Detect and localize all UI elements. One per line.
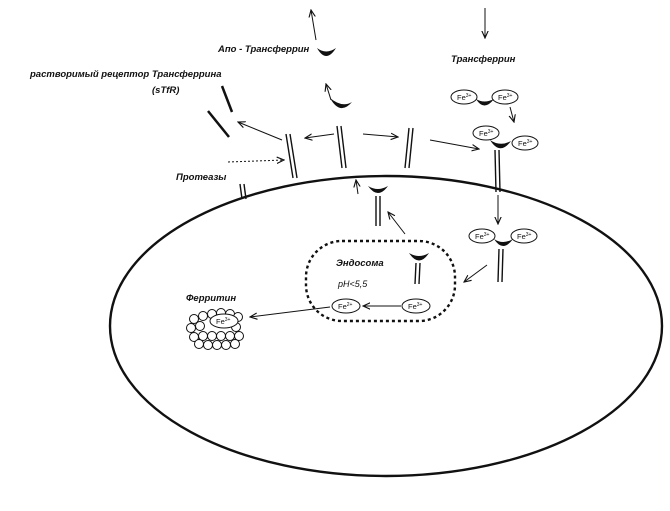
iron-ion-label: Fe3+ — [518, 139, 533, 148]
transferrin-cup-icon — [476, 99, 494, 106]
transferrin-receptor — [336, 125, 347, 169]
transferrin-label: Трансферрин — [451, 54, 516, 65]
iron-ion-label: Fe3+ — [216, 317, 231, 326]
transferrin-receptor — [494, 149, 501, 193]
iron-ion-label: Fe3+ — [498, 93, 513, 102]
stfr-fragment — [207, 110, 230, 138]
cleavage-arrow — [238, 122, 283, 141]
exocytosis-arrow — [356, 180, 358, 195]
cell-membrane — [108, 174, 664, 478]
receptor-right-arrow — [362, 134, 398, 137]
binding-arrow — [429, 139, 479, 149]
storage-arrow — [250, 306, 331, 317]
binding-down-arrow — [510, 106, 514, 122]
endosome-vesicle — [304, 239, 457, 323]
apo-transferrin-cup-icon — [409, 253, 429, 261]
iron-ion-ellipse — [450, 89, 478, 105]
iron-ion-ellipse — [331, 298, 361, 314]
apo-transferrin-label: Апо - Трансферрин — [217, 44, 310, 55]
apo-transferrin-cup-icon — [330, 98, 352, 109]
iron-ion-label: Fe3+ — [475, 232, 490, 241]
transferrin-receptor — [404, 127, 414, 169]
iron-ion-label: Fe3+ — [479, 129, 494, 138]
apo-transferrin-exit-arrow — [311, 10, 317, 41]
recycling-arrow — [388, 212, 406, 235]
transferrin-receptor — [497, 248, 504, 283]
iron-ion-label: Fe3+ — [457, 93, 472, 102]
iron-ion-ellipse — [468, 228, 496, 244]
proteases-label: Протеазы — [176, 172, 226, 183]
iron-ion-ellipse — [510, 228, 538, 244]
iron-ion-label: Fe3+ — [408, 302, 423, 311]
stfr-fragment — [220, 85, 234, 113]
transferrin-receptor — [285, 133, 298, 179]
endosome-label: Эндосома — [336, 258, 384, 269]
stfr-label: растворимый рецептор Трансферрина — [29, 69, 222, 80]
endocytosis-arrow — [464, 264, 488, 282]
cleaved-receptor-stub — [239, 183, 247, 200]
stfr-abbrev-label: (sTfR) — [152, 85, 179, 96]
receptor-left-arrow — [305, 134, 335, 138]
iron-ion-ellipse — [511, 135, 539, 151]
release-arrow — [326, 84, 331, 101]
endosomal-receptor — [414, 262, 421, 285]
iron-ion-ellipse — [401, 298, 431, 314]
iron-ion-label: Fe2+ — [338, 302, 353, 311]
iron-ion-label: Fe3+ — [517, 232, 532, 241]
transferrin-cup-icon — [490, 140, 511, 149]
apo-transferrin-cup-icon — [368, 186, 388, 193]
iron-ion-ellipse — [491, 89, 519, 105]
apo-transferrin-cup-icon — [317, 48, 336, 56]
protease-dotted-arrow — [227, 160, 284, 162]
recycled-receptor — [375, 196, 381, 226]
ph-label: pH<5,5 — [337, 279, 368, 289]
iron-ion-ellipse — [209, 313, 239, 329]
transferrin-cup-icon — [494, 239, 513, 246]
iron-ion-ellipse — [472, 125, 500, 141]
ferritin-label: Ферритин — [186, 293, 236, 304]
ferritin-cluster-icon — [186, 308, 244, 350]
